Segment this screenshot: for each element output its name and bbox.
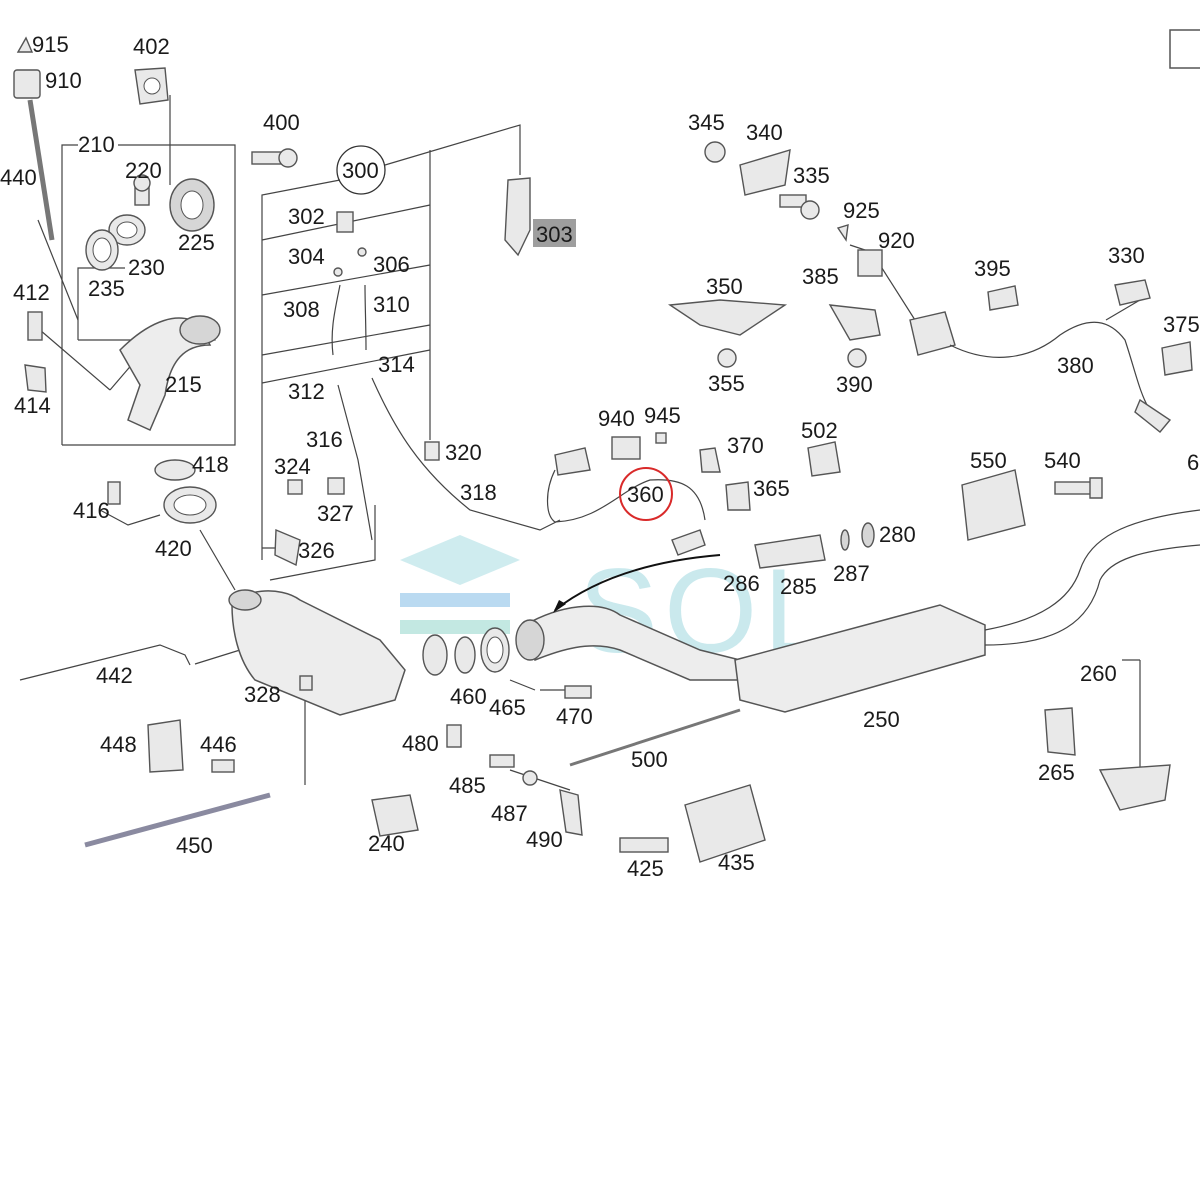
- callout-480: 480: [402, 731, 439, 756]
- callout-220: 220: [125, 158, 162, 183]
- callout-306: 306: [373, 252, 410, 277]
- part-shapes: [13, 36, 1200, 863]
- callout-330: 330: [1108, 243, 1145, 268]
- callout-910: 910: [45, 68, 82, 93]
- callout-328: 328: [244, 682, 281, 707]
- callout-945: 945: [644, 403, 681, 428]
- callout-500: 500: [631, 747, 668, 772]
- callout-380: 380: [1057, 353, 1094, 378]
- callout-920: 920: [878, 228, 915, 253]
- callout-316: 316: [306, 427, 343, 452]
- callout-940: 940: [598, 406, 635, 431]
- callout-390: 390: [836, 372, 873, 397]
- callout-287: 287: [833, 561, 870, 586]
- callout-285: 285: [780, 574, 817, 599]
- callout-235: 235: [88, 276, 125, 301]
- callout-360-circle: [619, 467, 673, 521]
- callout-412: 412: [13, 280, 50, 305]
- callout-260: 260: [1080, 661, 1117, 686]
- callout-355: 355: [708, 371, 745, 396]
- callout-402: 402: [133, 34, 170, 59]
- corner-frame: [1169, 29, 1200, 69]
- callout-300: 300: [342, 158, 379, 183]
- callout-360: 360: [627, 482, 664, 507]
- callout-550: 550: [970, 448, 1007, 473]
- callout-225: 225: [178, 230, 215, 255]
- callout-335: 335: [793, 163, 830, 188]
- callout-435: 435: [718, 850, 755, 875]
- callout-345: 345: [688, 110, 725, 135]
- callout-350: 350: [706, 274, 743, 299]
- callout-303-highlight: [533, 219, 576, 247]
- callout-320: 320: [445, 440, 482, 465]
- callout-395: 395: [974, 256, 1011, 281]
- callout-440: 440: [0, 165, 37, 190]
- callout-310: 310: [373, 292, 410, 317]
- callout-302: 302: [288, 204, 325, 229]
- callout-470: 470: [556, 704, 593, 729]
- callout-465: 465: [489, 695, 526, 720]
- callout-230: 230: [128, 255, 165, 280]
- callout-324: 324: [274, 454, 311, 479]
- callout-460: 460: [450, 684, 487, 709]
- callout-280: 280: [879, 522, 916, 547]
- callout-490: 490: [526, 827, 563, 852]
- callout-318: 318: [460, 480, 497, 505]
- callout-385: 385: [802, 264, 839, 289]
- callout-540: 540: [1044, 448, 1081, 473]
- callout-915: 915: [32, 32, 69, 57]
- callout-250: 250: [863, 707, 900, 732]
- callout-487: 487: [491, 801, 528, 826]
- leader-lines: [37, 95, 1141, 791]
- callout-labels: 915 910 402 440 210 220 400 300 303 225 …: [0, 32, 1200, 881]
- callout-418: 418: [192, 452, 229, 477]
- callout-502: 502: [801, 418, 838, 443]
- callout-450: 450: [176, 833, 213, 858]
- callout-425: 425: [627, 856, 664, 881]
- callout-448: 448: [100, 732, 137, 757]
- callout-210: 210: [78, 132, 115, 157]
- callout-327: 327: [317, 501, 354, 526]
- callout-925: 925: [843, 198, 880, 223]
- callout-375: 375: [1163, 312, 1200, 337]
- callout-400: 400: [263, 110, 300, 135]
- callout-326: 326: [298, 538, 335, 563]
- callout-312: 312: [288, 379, 325, 404]
- callout-365: 365: [753, 476, 790, 501]
- callout-300-circle: [336, 145, 386, 195]
- callout-416: 416: [73, 498, 110, 523]
- callout-304: 304: [288, 244, 325, 269]
- callout-265: 265: [1038, 760, 1075, 785]
- callout-420: 420: [155, 536, 192, 561]
- callout-340: 340: [746, 120, 783, 145]
- callout-6: 6: [1187, 450, 1199, 475]
- callout-308: 308: [283, 297, 320, 322]
- callout-314: 314: [378, 352, 415, 377]
- callout-414: 414: [14, 393, 51, 418]
- callout-446: 446: [200, 732, 237, 757]
- callout-442: 442: [96, 663, 133, 688]
- callout-215: 215: [165, 372, 202, 397]
- callout-303: 303: [536, 222, 573, 247]
- callout-485: 485: [449, 773, 486, 798]
- callout-370: 370: [727, 433, 764, 458]
- callout-286: 286: [723, 571, 760, 596]
- callout-240: 240: [368, 831, 405, 856]
